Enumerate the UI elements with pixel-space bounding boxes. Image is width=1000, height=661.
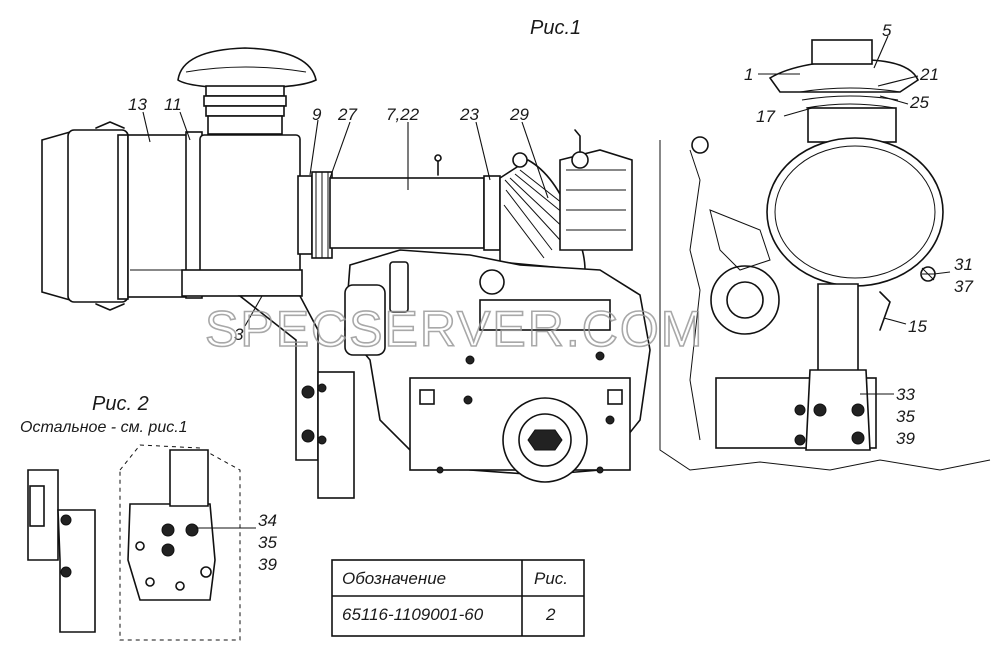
designation-table: Обозначение Рис. 65116-1109001-60 2 <box>331 559 585 637</box>
air-filter-housing <box>41 121 303 311</box>
callout-35: 35 <box>896 407 915 426</box>
watermark: SPECSERVER.COM <box>205 301 704 357</box>
callout-5: 5 <box>882 21 892 40</box>
callout-25: 25 <box>909 93 929 112</box>
callout-27: 27 <box>337 105 357 124</box>
callout-labels: 13 11 9 27 7,22 23 29 3 5 1 21 25 17 31 … <box>128 21 973 574</box>
callout-17: 17 <box>756 107 775 126</box>
fig2-note: Остальное - см. рис.1 <box>20 419 188 436</box>
table-cell-fig: 2 <box>545 605 556 624</box>
intake-cap <box>177 47 317 135</box>
callout-31: 31 <box>954 255 973 274</box>
outlet-pipe <box>297 154 586 271</box>
callout-39: 39 <box>896 429 915 448</box>
engine-block <box>344 129 651 483</box>
callout-37: 37 <box>954 277 973 296</box>
fig1-side-view <box>41 47 651 499</box>
intake-cap-front <box>768 39 920 143</box>
callout-34: 34 <box>258 511 277 530</box>
fig1-caption: Рис.1 <box>530 17 581 39</box>
table-header-fig: Рис. <box>534 569 568 588</box>
callout-33: 33 <box>896 385 915 404</box>
callout-1: 1 <box>744 65 753 84</box>
table-cell-designation: 65116-1109001-60 <box>342 605 484 624</box>
callout-7-22: 7,22 <box>386 105 420 124</box>
filter-bracket <box>237 295 355 499</box>
fig1-front-view <box>659 39 991 471</box>
callout-3: 3 <box>234 325 244 344</box>
callout-39-fig2: 39 <box>258 555 277 574</box>
table-header-designation: Обозначение <box>342 569 446 588</box>
callout-29: 29 <box>509 105 529 124</box>
callout-15: 15 <box>908 317 927 336</box>
callout-13: 13 <box>128 95 147 114</box>
callout-21: 21 <box>919 65 939 84</box>
leader-lines <box>142 35 951 529</box>
callout-23: 23 <box>459 105 479 124</box>
fig2-detail <box>27 444 241 641</box>
callout-11: 11 <box>164 95 182 114</box>
callout-35-fig2: 35 <box>258 533 277 552</box>
callout-9: 9 <box>312 105 322 124</box>
fig2-caption: Рис. 2 <box>92 393 149 415</box>
